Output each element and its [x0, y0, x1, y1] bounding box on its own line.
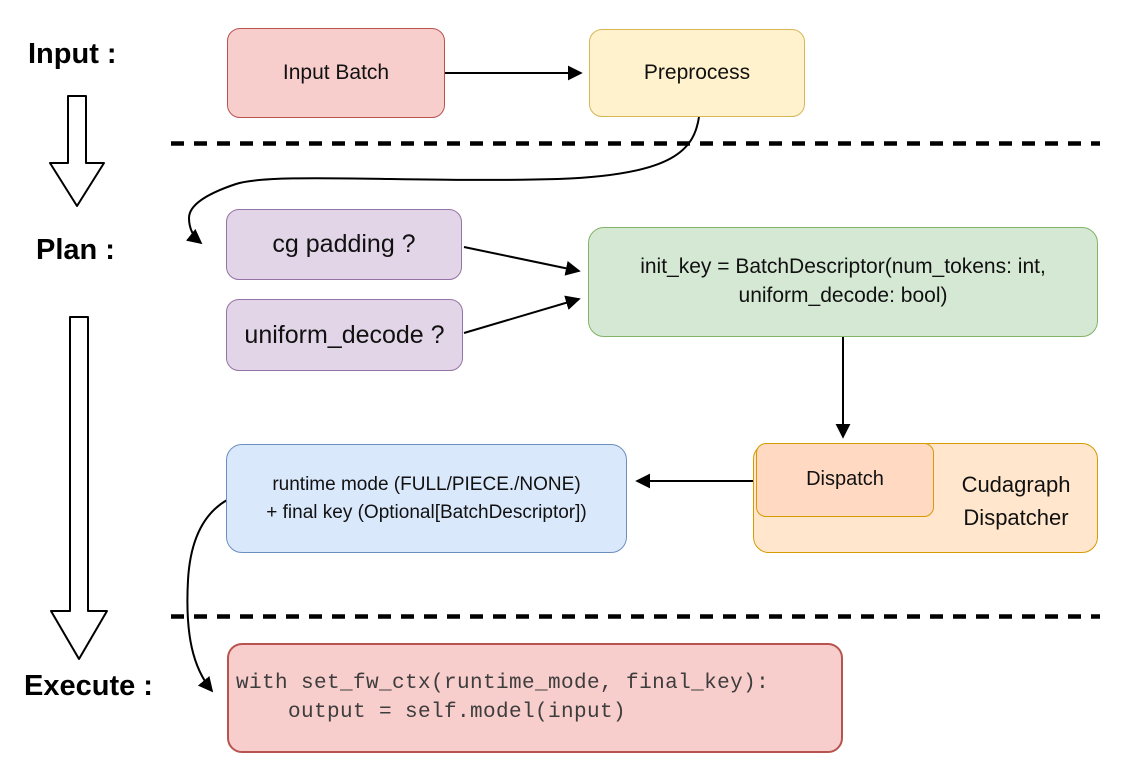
- arrow-runtime-result-to-execute-code: [186, 499, 228, 693]
- node-runtime-result-line1: runtime mode (FULL/PIECE./NONE): [272, 473, 581, 495]
- node-dispatch-label: Dispatch: [806, 468, 884, 491]
- node-preprocess: Preprocess: [589, 29, 805, 117]
- cudagraph-dispatcher-line2: Dispatcher: [963, 505, 1069, 530]
- cudagraph-dispatcher-line1: Cudagraph: [961, 472, 1071, 497]
- arrow-preprocess-to-cg-padding: [186, 116, 700, 245]
- node-input-batch: Input Batch: [227, 28, 445, 118]
- stage-label-input: Input :: [28, 38, 117, 70]
- node-init-key: init_key = BatchDescriptor(num_tokens: i…: [588, 227, 1098, 337]
- down-arrow-icon-input-to-plan: [49, 95, 105, 207]
- node-uniform-decode: uniform_decode ?: [226, 299, 463, 371]
- node-cudagraph-dispatcher-label: Cudagraph Dispatcher: [934, 468, 1098, 534]
- node-input-batch-label: Input Batch: [282, 60, 390, 84]
- node-cg-padding-label: cg padding ?: [272, 230, 416, 259]
- node-execute-code: with set_fw_ctx(runtime_mode, final_key)…: [227, 643, 843, 753]
- execute-code-line1: with set_fw_ctx(runtime_mode, final_key)…: [236, 672, 770, 695]
- node-init-key-line2: uniform_decode: bool): [738, 284, 948, 307]
- node-uniform-decode-label: uniform_decode ?: [244, 320, 445, 349]
- node-init-key-line1: init_key = BatchDescriptor(num_tokens: i…: [640, 255, 1046, 279]
- node-dispatch: Dispatch: [756, 443, 934, 517]
- execute-code-line2: output = self.model(input): [236, 701, 627, 724]
- arrow-cg-padding-to-init-key: [463, 246, 581, 276]
- node-preprocess-label: Preprocess: [643, 60, 751, 84]
- node-cg-padding: cg padding ?: [226, 209, 462, 280]
- stage-label-execute: Execute :: [24, 670, 153, 702]
- node-runtime-result-line2: + final key (Optional[BatchDescriptor]): [266, 501, 587, 523]
- down-arrow-icon-plan-to-execute: [50, 316, 108, 660]
- arrow-uniform-decode-to-init-key: [463, 295, 581, 334]
- node-runtime-result: runtime mode (FULL/PIECE./NONE) + final …: [226, 444, 627, 553]
- stage-label-plan: Plan :: [36, 234, 115, 266]
